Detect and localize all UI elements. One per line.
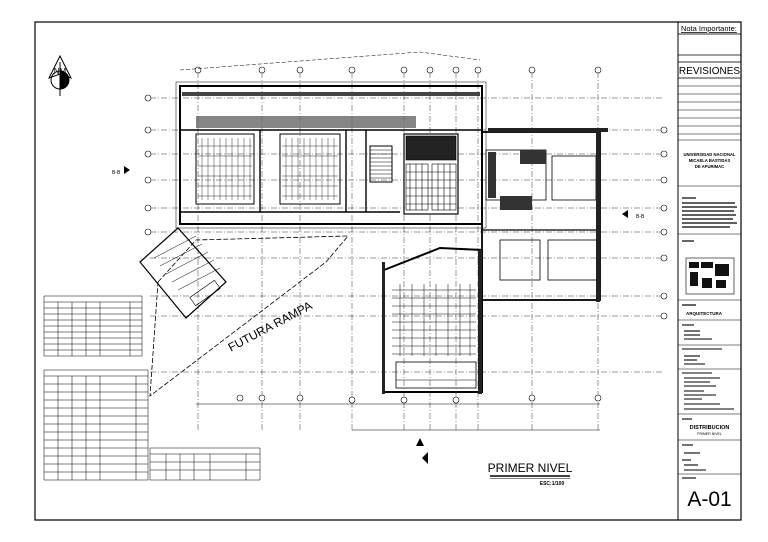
schedule-table-3 [149, 447, 261, 481]
north-arrow: NM [47, 54, 73, 96]
specialty: ARQUITECTURA [686, 311, 723, 316]
institution-line-2: MICAELA BASTIDAS [689, 158, 731, 163]
sanitary-block [403, 133, 459, 215]
plan-title-block: PRIMER NIVEL ESC:1/100 [488, 461, 573, 487]
note-label: Nota Importante: [681, 24, 737, 33]
sheet-subtitle: PRIMER NIVEL [697, 432, 722, 436]
title-block: Nota Importante: REVISIONES UNIVERSIDAD … [677, 21, 742, 520]
classroom-2-desks [279, 133, 341, 205]
institution-line-1: UNIVERSIDAD NACIONAL [683, 152, 736, 157]
section-mark-left: B-B [112, 170, 121, 176]
schedule-table-1 [43, 295, 143, 357]
classroom-1-desks [195, 133, 255, 205]
plan-title: PRIMER NIVEL [488, 461, 573, 475]
north-label: NM [54, 67, 67, 76]
institution-line-3: DE APURIMAC [695, 164, 724, 169]
section-mark-right: B-B [636, 214, 645, 220]
auditorium [382, 246, 483, 394]
schedule-table-2 [43, 369, 149, 481]
plan-scale: ESC:1/100 [540, 481, 565, 487]
sheet-border [34, 21, 742, 521]
key-plan [685, 257, 735, 295]
sheet-number: A-01 [687, 488, 731, 511]
revisions-label: REVISIONES [679, 66, 740, 77]
axis-bubbles [144, 66, 668, 404]
sheet-title: DISTRIBUCION [690, 425, 730, 431]
stair [369, 145, 393, 183]
